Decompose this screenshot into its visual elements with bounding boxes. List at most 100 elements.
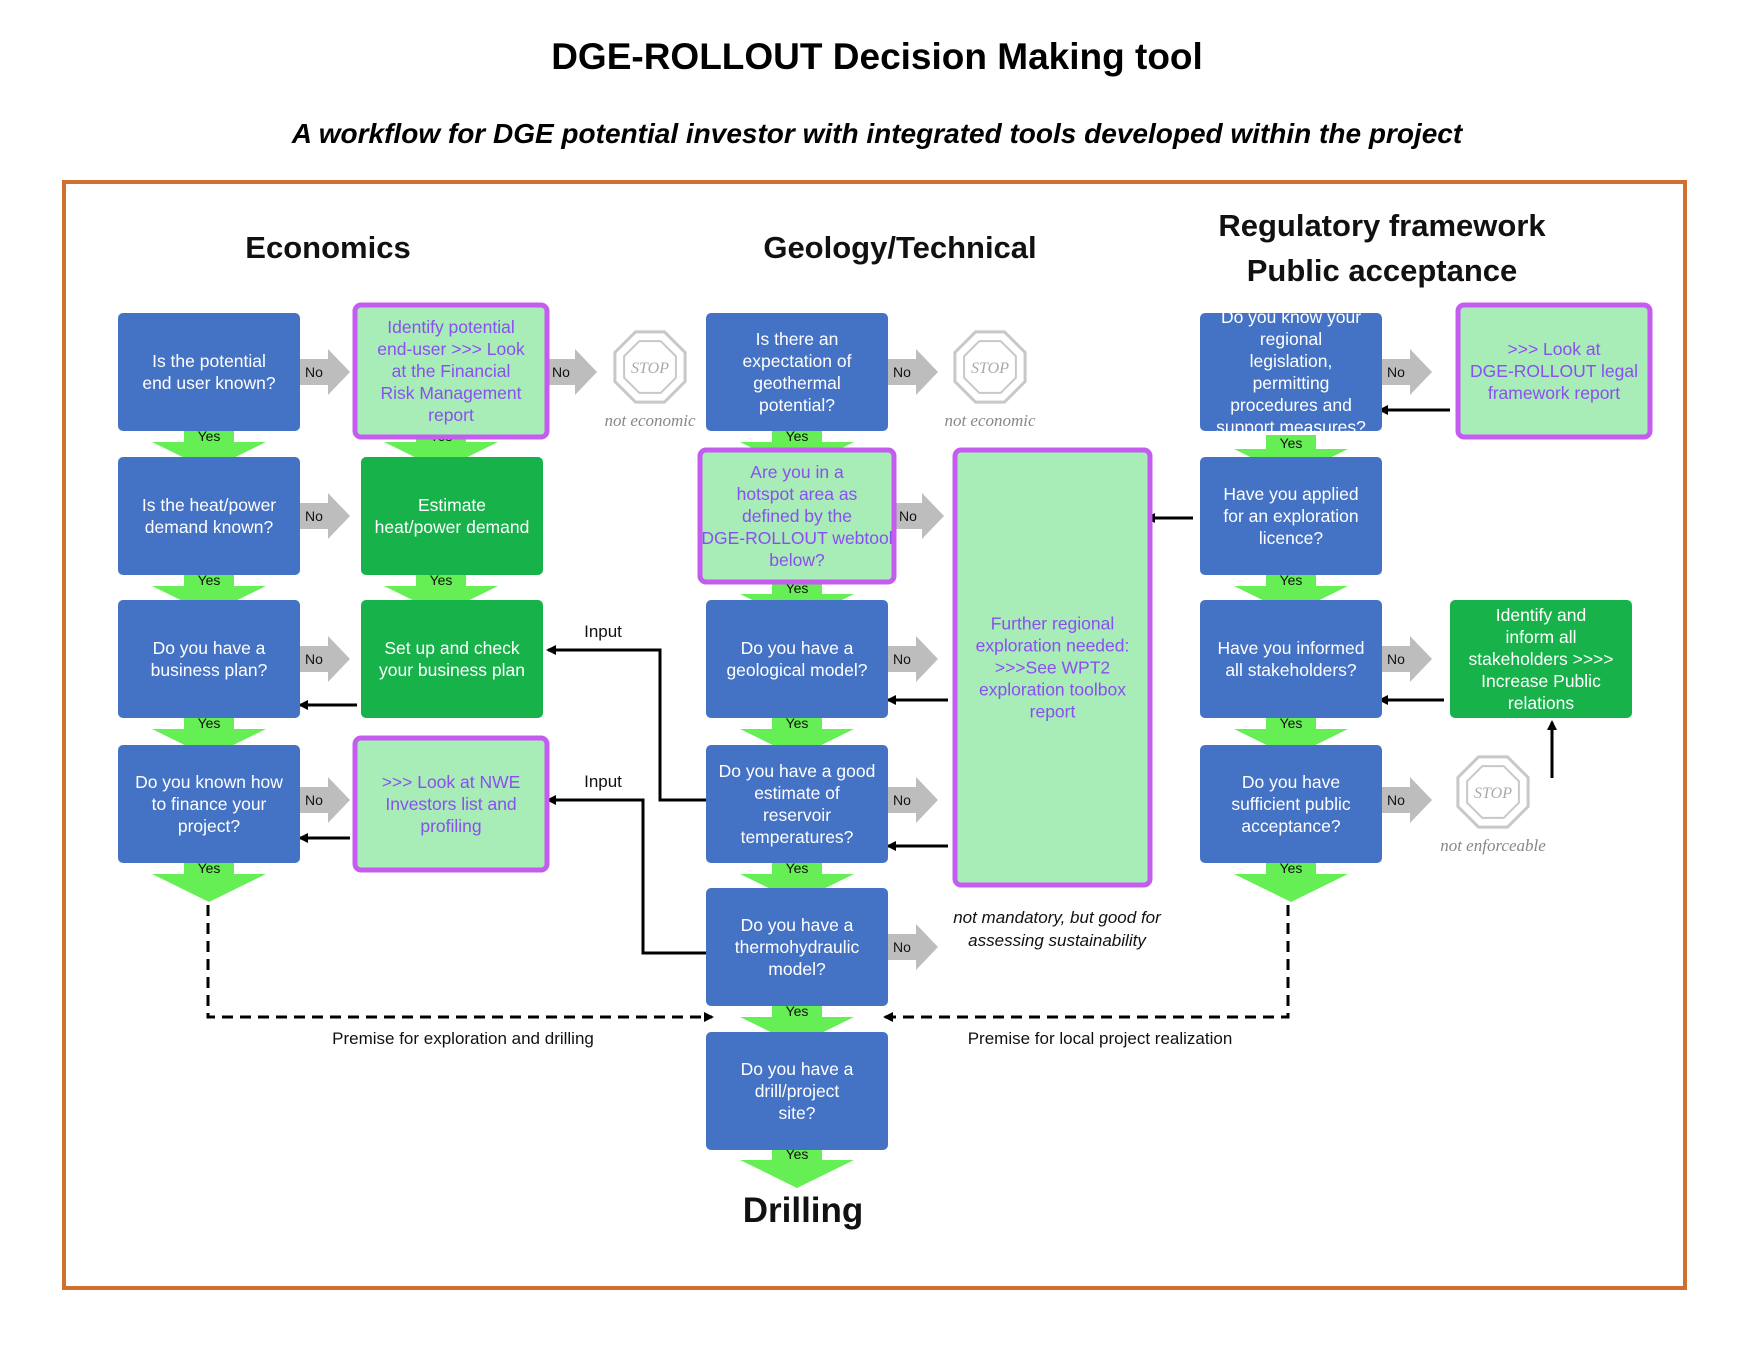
no-arrow: No	[1382, 349, 1432, 395]
no-label: No	[305, 508, 323, 524]
no-arrow-shape	[894, 493, 944, 539]
no-arrow: No	[894, 493, 944, 539]
premise-label-right: Premise for local project realization	[968, 1029, 1233, 1048]
box-bg	[706, 1032, 888, 1150]
yes-arrow: Yes	[740, 860, 854, 902]
stop-octagon-inner	[963, 340, 1017, 394]
no-arrow-shape	[888, 349, 938, 395]
box-bg	[706, 745, 888, 863]
no-arrow: No	[1382, 636, 1432, 682]
box-bg	[118, 600, 300, 718]
yes-label: Yes	[198, 428, 221, 444]
stop-caption: not enforceable	[1440, 836, 1546, 855]
yes-arrow: Yes	[1234, 572, 1348, 614]
no-arrow-shape	[300, 349, 350, 395]
yes-arrow-shape	[1234, 572, 1348, 614]
box-bg	[706, 313, 888, 431]
no-arrow: No	[300, 777, 350, 823]
yes-arrow: Yes	[152, 572, 266, 614]
no-arrow: No	[888, 777, 938, 823]
no-arrow-shape	[300, 493, 350, 539]
stop-octagon-inner	[1466, 765, 1520, 819]
yes-arrow-shape	[152, 572, 266, 614]
no-label: No	[552, 364, 570, 380]
yes-arrow-shape	[152, 860, 266, 902]
column-header-geology: Geology/Technical	[763, 230, 1036, 265]
no-arrow-shape	[888, 636, 938, 682]
no-arrow-shape	[300, 636, 350, 682]
box-bg	[1200, 313, 1382, 431]
yes-label: Yes	[430, 572, 453, 588]
yes-arrow: Yes	[1234, 715, 1348, 757]
yes-arrow-shape	[740, 1146, 854, 1188]
yes-arrow-shape	[152, 715, 266, 757]
input-arrow-business-plan	[546, 645, 706, 802]
yes-arrow-shape	[1234, 860, 1348, 902]
no-label: No	[305, 364, 323, 380]
box-bg	[1450, 600, 1632, 718]
box-bg	[352, 735, 550, 873]
box-bg	[697, 447, 897, 585]
box-bg	[706, 600, 888, 718]
yes-arrow-shape	[1234, 435, 1348, 477]
input-label-finance: Input	[584, 772, 622, 791]
stop-text: STOP	[1474, 785, 1512, 802]
no-label: No	[893, 792, 911, 808]
no-arrow-shape	[1382, 777, 1432, 823]
no-label: No	[1387, 651, 1405, 667]
no-arrow-shape	[888, 777, 938, 823]
yes-arrow-shape	[740, 860, 854, 902]
yes-arrow-shape	[1234, 715, 1348, 757]
yes-label: Yes	[1280, 435, 1303, 451]
box-bg	[352, 302, 550, 440]
no-arrow: No	[888, 636, 938, 682]
yes-label: Yes	[1280, 715, 1303, 731]
yes-arrow: Yes	[1234, 860, 1348, 902]
yes-arrow: Yes	[152, 860, 266, 902]
no-arrow: No	[1382, 777, 1432, 823]
yes-arrow-shape	[384, 572, 498, 614]
no-label: No	[305, 792, 323, 808]
column-header-regulatory: Regulatory framework	[1218, 208, 1546, 243]
column-header-public-acceptance: Public acceptance	[1247, 253, 1518, 288]
yes-label: Yes	[1280, 572, 1303, 588]
box-bg	[952, 447, 1153, 888]
no-label: No	[893, 364, 911, 380]
box-bg	[706, 888, 888, 1006]
no-label: No	[899, 508, 917, 524]
yes-label: Yes	[198, 572, 221, 588]
yes-arrow-shape	[152, 428, 266, 470]
box-bg	[118, 745, 300, 863]
yes-label: Yes	[786, 860, 809, 876]
no-arrow-shape	[888, 924, 938, 970]
no-arrow: No	[547, 349, 597, 395]
no-arrow: No	[888, 349, 938, 395]
premise-lines	[206, 905, 1290, 1022]
yes-label: Yes	[786, 1003, 809, 1019]
no-arrow: No	[300, 636, 350, 682]
